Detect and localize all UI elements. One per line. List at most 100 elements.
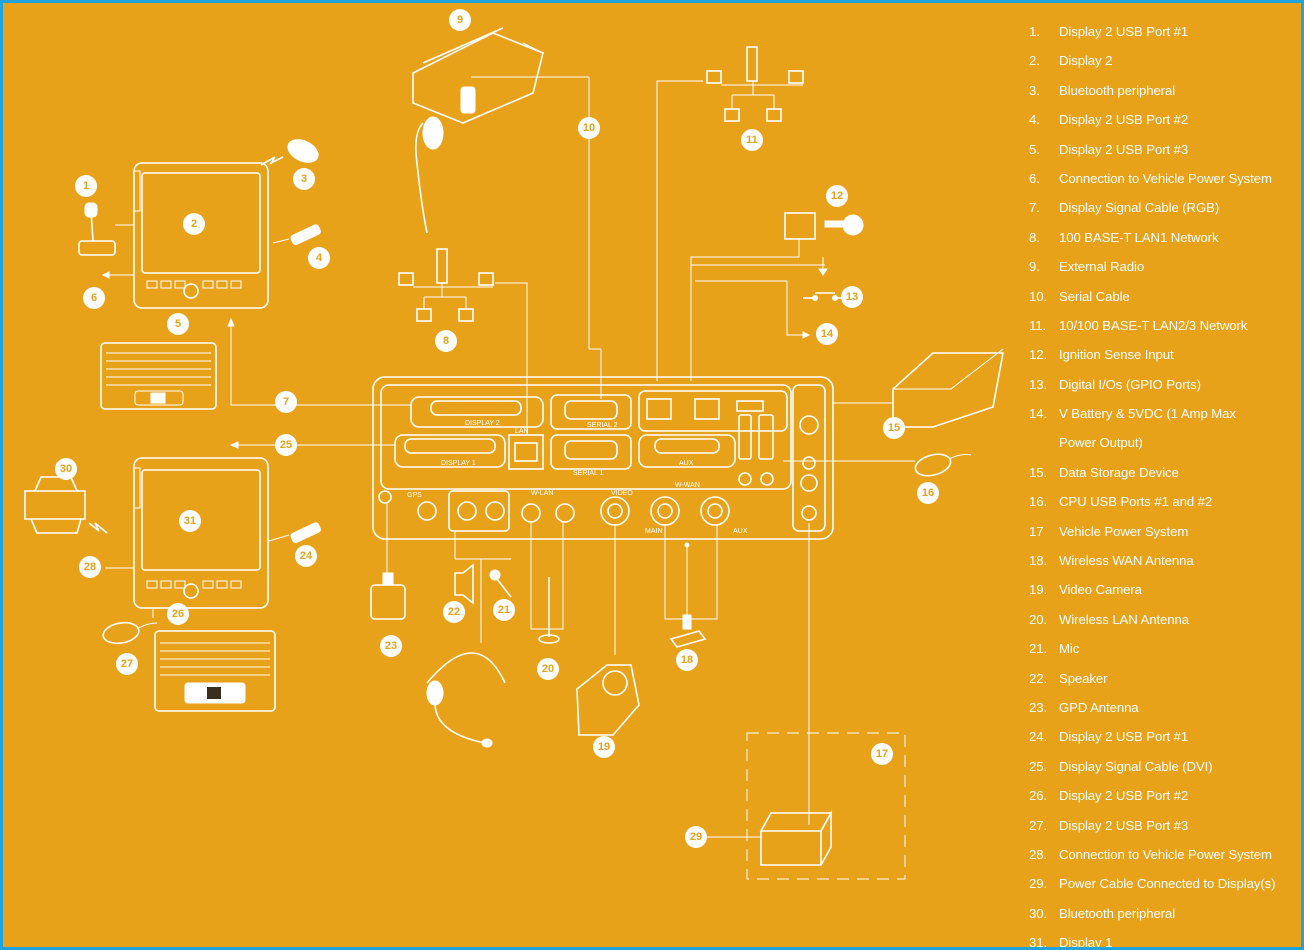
lan-network-8-icon [399, 249, 493, 321]
display-2-device [134, 163, 268, 308]
cpu-unit: DISPLAY 2 DISPLAY 1 LAN SERIAL 2 SERIAL … [373, 377, 833, 539]
label-lan: LAN [515, 428, 529, 435]
legend-text: Vehicle Power System [1059, 524, 1188, 539]
legend-item: 31.Display 1 [1029, 928, 1299, 950]
usb-stick-4-icon [273, 224, 321, 246]
callout-17: 17 [871, 743, 893, 765]
legend-number: 12. [1029, 340, 1059, 369]
callout-4: 4 [308, 247, 330, 269]
legend-item: 29.Power Cable Connected to Display(s) [1029, 869, 1299, 898]
legend-text: Display 2 USB Port #3 [1059, 142, 1188, 157]
callout-6: 6 [83, 287, 105, 309]
legend-item: 3.Bluetooth peripheral [1029, 76, 1299, 105]
legend-number: 18. [1029, 546, 1059, 575]
legend-item: 7.Display Signal Cable (RGB) [1029, 193, 1299, 222]
callout-18: 18 [676, 649, 698, 671]
legend-item: 1.Display 2 USB Port #1 [1029, 17, 1299, 46]
legend-text: Connection to Vehicle Power System [1059, 847, 1272, 862]
callout-11: 11 [741, 129, 763, 151]
legend-number: 8. [1029, 223, 1059, 252]
legend-item: 11.10/100 BASE-T LAN2/3 Network [1029, 311, 1299, 340]
legend-text: V Battery & 5VDC (1 Amp Max [1059, 406, 1236, 421]
legend-item: 28.Connection to Vehicle Power System [1029, 840, 1299, 869]
legend-item: 18.Wireless WAN Antenna [1029, 546, 1299, 575]
label-wwan: W-WAN [675, 482, 700, 489]
legend-text: Display 2 USB Port #2 [1059, 788, 1188, 803]
callout-28: 28 [79, 556, 101, 578]
label-serial2: SERIAL 2 [587, 422, 618, 429]
label-display1: DISPLAY 1 [441, 460, 476, 467]
legend-text: Connection to Vehicle Power System [1059, 171, 1272, 186]
legend-number: 31. [1029, 928, 1059, 950]
legend-text: Display 2 USB Port #1 [1059, 729, 1188, 744]
legend-text: GPD Antenna [1059, 700, 1139, 715]
legend-item: 15.Data Storage Device [1029, 458, 1299, 487]
legend-number: 28. [1029, 840, 1059, 869]
legend-number: 17 [1029, 517, 1059, 546]
legend-number: 4. [1029, 105, 1059, 134]
display-1-device [134, 458, 268, 608]
legend-text: Serial Cable [1059, 289, 1130, 304]
label-aux-small: AUX [733, 528, 748, 535]
legend-number: 23. [1029, 693, 1059, 722]
legend-text: Wireless WAN Antenna [1059, 553, 1194, 568]
legend-item: 22.Speaker [1029, 664, 1299, 693]
legend-number: 24. [1029, 722, 1059, 751]
callout-14: 14 [816, 323, 838, 345]
legend-item: 5.Display 2 USB Port #3 [1029, 135, 1299, 164]
legend-text: Power Cable Connected to Display(s) [1059, 876, 1275, 891]
label-wlan: W-LAN [531, 490, 553, 497]
legend-text: Display Signal Cable (DVI) [1059, 759, 1213, 774]
legend-number: 20. [1029, 605, 1059, 634]
legend-text: Bluetooth peripheral [1059, 906, 1175, 921]
legend-text: Speaker [1059, 671, 1107, 686]
label-gps: GPS [407, 492, 422, 499]
callout-7: 7 [275, 391, 297, 413]
headset-icon [427, 653, 505, 747]
legend-text: CPU USB Ports #1 and #2 [1059, 494, 1212, 509]
label-display2: DISPLAY 2 [465, 420, 500, 427]
legend-text: Data Storage Device [1059, 465, 1179, 480]
legend-item: 2.Display 2 [1029, 46, 1299, 75]
legend-text: Mic [1059, 641, 1079, 656]
legend-text: Display 2 USB Port #1 [1059, 24, 1188, 39]
callout-21: 21 [493, 599, 515, 621]
callout-25: 25 [275, 434, 297, 456]
legend-text: 100 BASE-T LAN1 Network [1059, 230, 1218, 245]
legend-number: 1. [1029, 17, 1059, 46]
label-aux: AUX [679, 460, 694, 467]
callout-23: 23 [380, 635, 402, 657]
vehicle-battery-icon [761, 813, 831, 865]
legend-number: 14. [1029, 399, 1059, 428]
keyboard-5-icon [101, 343, 216, 409]
legend-number: 25. [1029, 752, 1059, 781]
callout-24: 24 [295, 545, 317, 567]
legend-number: 9. [1029, 252, 1059, 281]
label-main: MAIN [645, 528, 663, 535]
legend-number: 19. [1029, 575, 1059, 604]
legend-text: 10/100 BASE-T LAN2/3 Network [1059, 318, 1247, 333]
speaker-icon [455, 565, 473, 603]
legend-text: External Radio [1059, 259, 1144, 274]
legend-text: Display 2 USB Port #2 [1059, 112, 1188, 127]
legend-item: 23.GPD Antenna [1029, 693, 1299, 722]
callout-9: 9 [449, 9, 471, 31]
legend-item: 9.External Radio [1029, 252, 1299, 281]
legend-item: 14.V Battery & 5VDC (1 Amp Max [1029, 399, 1299, 428]
callout-19: 19 [593, 736, 615, 758]
legend-item: 13.Digital I/Os (GPIO Ports) [1029, 370, 1299, 399]
legend-number: 22. [1029, 664, 1059, 693]
legend-number: 15. [1029, 458, 1059, 487]
callout-16: 16 [917, 482, 939, 504]
legend-item: 20.Wireless LAN Antenna [1029, 605, 1299, 634]
legend-text: Ignition Sense Input [1059, 347, 1174, 362]
legend-item: 6.Connection to Vehicle Power System [1029, 164, 1299, 193]
legend-number: 2. [1029, 46, 1059, 75]
legend-number: 3. [1029, 76, 1059, 105]
mic-icon [490, 570, 511, 597]
legend-item: 8.100 BASE-T LAN1 Network [1029, 223, 1299, 252]
wwan-antenna-icon [665, 525, 717, 647]
legend-item: 21.Mic [1029, 634, 1299, 663]
